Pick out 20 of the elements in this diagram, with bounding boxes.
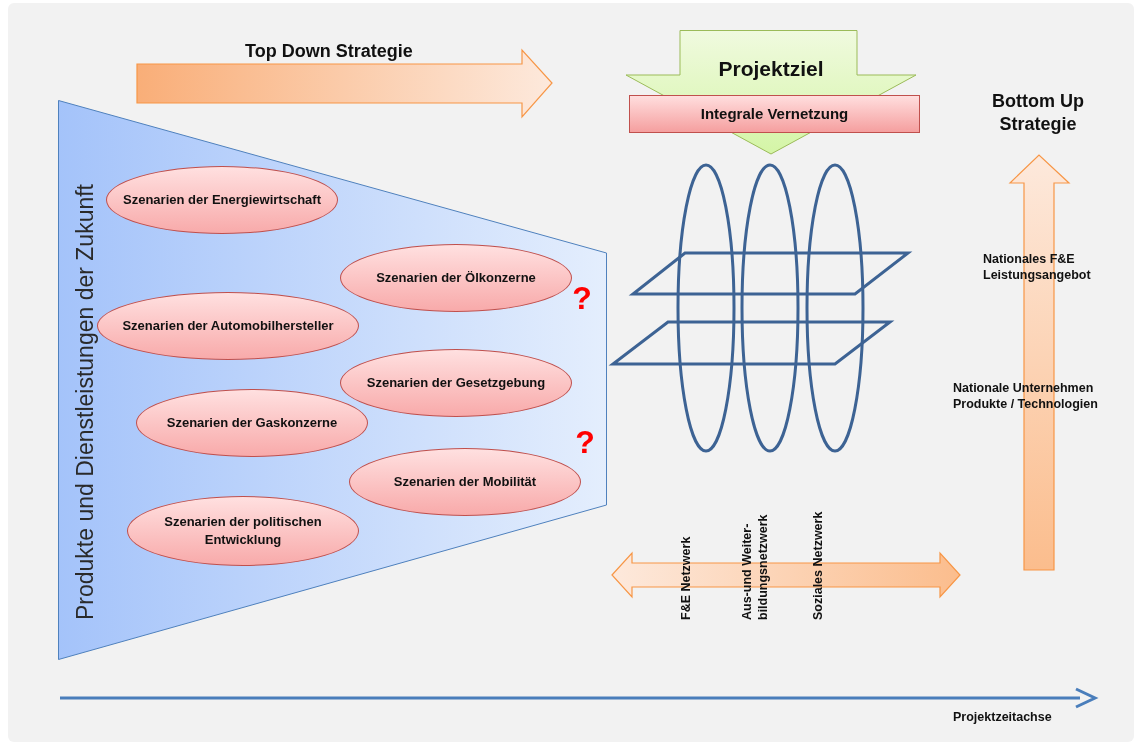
strategy-heading: Bottom Up Strategie	[991, 90, 1085, 135]
vertical-heading: Produkte und Dienstleistungen der Zukunft	[72, 184, 99, 620]
scenario-label: Szenarien der Ölkonzerne	[375, 269, 537, 287]
scenario-label: Szenarien der Gaskonzerne	[165, 414, 339, 432]
scenario-label: Szenarien der politischen Entwicklung	[163, 513, 323, 549]
question-mark: ?	[574, 423, 596, 462]
goal-title: Projektziel	[717, 56, 825, 82]
funnel-shape	[58, 100, 607, 660]
banner-label: Integrale Vernetzung	[699, 105, 850, 123]
strategy-heading: Top Down Strategie	[245, 40, 414, 63]
network-label: Soziales Netzwerk	[811, 511, 826, 620]
scenario-label: Szenarien der Automobilhersteller	[121, 317, 335, 335]
scenario-label: Szenarien der Gesetzgebung	[365, 374, 547, 392]
axis-label: Projektzeitachse	[953, 710, 1053, 726]
network-label: Aus-und Weiter- bildungsnetzwerk	[740, 513, 771, 620]
scenario-label: Szenarien der Energiewirtschaft	[122, 191, 322, 209]
bottom-up-label: Nationales F&E Leistungsangebot	[983, 252, 1092, 284]
scenario-label: Szenarien der Mobilität	[392, 473, 538, 491]
question-mark: ?	[571, 279, 593, 318]
network-label: F&E Netzwerk	[679, 536, 694, 620]
